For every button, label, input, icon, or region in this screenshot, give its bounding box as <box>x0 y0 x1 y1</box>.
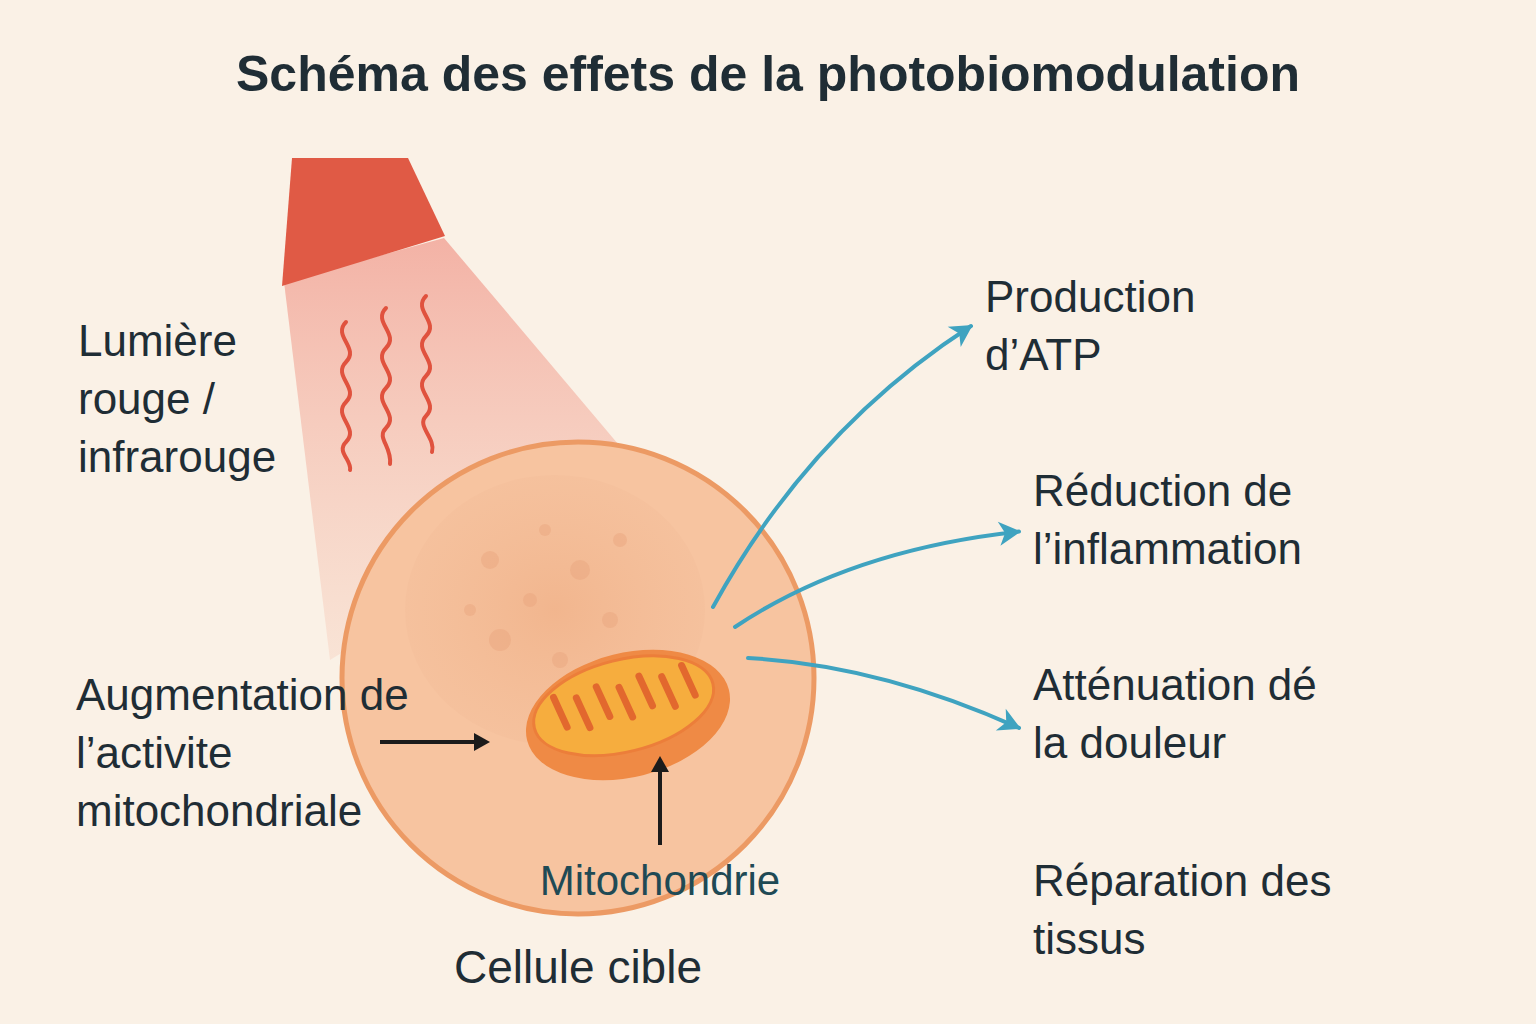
crista <box>619 686 633 719</box>
arrow-path <box>735 532 1019 627</box>
effect-arrow <box>748 658 1019 728</box>
leader-arrow <box>380 740 478 744</box>
mitochondrion <box>512 630 744 801</box>
crista <box>576 697 590 730</box>
effect-text: Atténuation dé la douleur <box>1033 656 1333 772</box>
effect-text: Réduction de l’inflammation <box>1033 462 1363 578</box>
light-label: Lumière rouge / infrarouge <box>78 312 323 486</box>
cell-caption: Cellule cible <box>340 940 816 994</box>
effect-label: Atténuation dé la douleur <box>1033 656 1333 772</box>
crista <box>639 675 653 708</box>
target-cell: Cellule cible <box>340 440 816 1000</box>
nucleus-texture <box>464 524 627 668</box>
effect-label: Réparation des tissus <box>1033 852 1383 968</box>
arrow-path <box>748 658 1019 728</box>
effect-label: Production d’ATP <box>985 268 1265 384</box>
leader-arrowhead <box>651 756 669 772</box>
leader-arrowhead <box>474 733 490 751</box>
effect-arrow <box>735 532 1019 627</box>
effect-label: Réduction de l’inflammation <box>1033 462 1363 578</box>
crista <box>662 675 676 708</box>
arrow-path <box>713 326 971 607</box>
effect-text: Production d’ATP <box>985 268 1265 384</box>
diagram-title: Schéma des effets de la photobiomodulati… <box>0 44 1536 104</box>
leader-arrow <box>658 770 662 845</box>
process-label: Augmentation de l’activite mitochondrial… <box>76 666 411 840</box>
crista <box>554 696 568 729</box>
crista <box>596 685 610 718</box>
effect-text: Réparation des tissus <box>1033 852 1383 968</box>
part-label: Mitochondrie <box>490 856 830 906</box>
crista <box>682 664 696 697</box>
cell-membrane <box>342 442 814 914</box>
light-source <box>282 158 445 286</box>
light-waves <box>342 296 433 470</box>
effect-arrow <box>713 326 971 607</box>
